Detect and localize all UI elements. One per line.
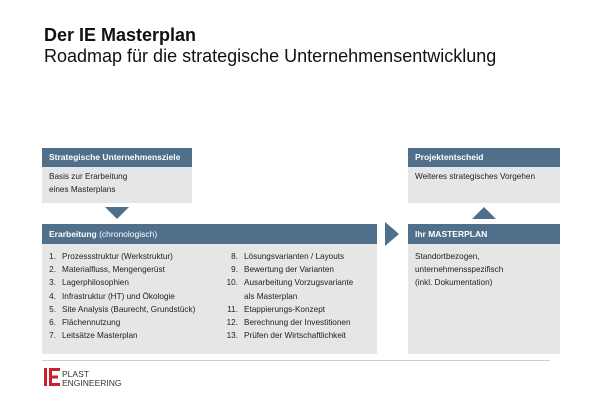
list-item: 11. Etappierungs-Konzept <box>224 303 374 316</box>
arrow-down-icon <box>105 207 129 219</box>
list-item-number: 11. <box>227 304 238 314</box>
box-header: Ihr MASTERPLAN <box>408 224 560 244</box>
box-header: Erarbeitung (chronologisch) <box>42 224 377 244</box>
box-body: Standortbezogen, unternehmensspezifisch … <box>408 244 560 354</box>
list-item: 1. Prozessstruktur (Werkstruktur) <box>42 250 222 263</box>
box-body-line: eines Masterplans <box>49 185 116 194</box>
list-item-text: Leitsätze Masterplan <box>62 331 138 341</box>
list-item-number: 13. <box>226 331 238 341</box>
box-body: Weiteres strategisches Vorgehen <box>408 167 560 203</box>
arrow-right-icon <box>385 222 399 246</box>
list-item: 7. Leitsätze Masterplan <box>42 329 222 342</box>
list-item-number: 1. <box>49 252 56 261</box>
list-item: 8. Lösungsvarianten / Layouts <box>224 250 374 263</box>
list-item: 3. Lagerphilosophien <box>42 276 222 289</box>
decorative-shine <box>150 112 280 122</box>
list-item-text: Prüfen der Wirtschaftlichkeit <box>244 331 346 341</box>
box-body: 1. Prozessstruktur (Werkstruktur) 2. Materi… <box>42 244 377 354</box>
box-strategische-ziele: Strategische Unternehmensziele Basis zur… <box>42 148 192 203</box>
list-item: 2. Materialfluss, Mengengerüst <box>42 263 222 276</box>
list-item-text: Materialfluss, Mengengerüst <box>62 265 165 275</box>
box-body: Basis zur Erarbeitung eines Masterplans <box>42 167 192 203</box>
list-item-number: 6. <box>49 317 56 327</box>
box-header-light: (chronologisch) <box>99 229 158 239</box>
list-item: 10. Ausarbeitung Vorzugsvariante <box>224 276 374 289</box>
list-item: 12. Berechnung der Investitionen <box>224 316 374 329</box>
list-item-number: 4. <box>49 291 56 301</box>
list-item-text: Etappierungs-Konzept <box>244 304 326 314</box>
erarbeitung-list-right: 8. Lösungsvarianten / Layouts 9. Bewertung … <box>224 250 374 342</box>
box-header: Strategische Unternehmensziele <box>42 148 192 167</box>
list-item-text: Lagerphilosophien <box>62 278 129 288</box>
list-item-number: 2. <box>49 265 56 275</box>
list-item: 4. Infrastruktur (HT) und Ökologie <box>42 290 222 303</box>
logo-line: PLAST <box>62 369 89 379</box>
list-item-text: Infrastruktur (HT) und Ökologie <box>62 291 175 301</box>
logo-line: ENGINEERING <box>62 378 122 388</box>
list-item-text: als Masterplan <box>244 291 298 301</box>
list-item: 6. Flächennutzung <box>42 316 222 329</box>
list-item-text: Flächennutzung <box>62 317 121 327</box>
box-masterplan: Ihr MASTERPLAN Standortbezogen, unterneh… <box>408 224 560 354</box>
arrow-up-icon <box>472 207 496 219</box>
page-title: Der IE Masterplan <box>44 25 197 45</box>
list-item-text: Lösungsvarianten / Layouts <box>244 252 345 261</box>
list-item-text: Site Analysis (Baurecht, Grundstück) <box>62 304 196 314</box>
list-item-number: 12. <box>226 317 238 327</box>
box-projektentscheid: Projektentscheid Weiteres strategisches … <box>408 148 560 203</box>
box-body-line: Standortbezogen, <box>415 252 480 261</box>
list-item-text: Bewertung der Varianten <box>244 265 334 275</box>
footer-divider <box>42 360 550 361</box>
list-item-number: 5. <box>49 304 56 314</box>
list-item: 13. Prüfen der Wirtschaftlichkeit <box>224 329 374 342</box>
page-subtitle: Roadmap für die strategische Unternehmen… <box>44 46 497 66</box>
list-item: als Masterplan <box>224 290 374 303</box>
list-item-number: 10. <box>226 278 238 288</box>
box-body-line: (inkl. Dokumentation) <box>415 278 493 287</box>
list-item-text: Ausarbeitung Vorzugsvariante <box>244 278 354 288</box>
list-item-text: Prozessstruktur (Werkstruktur) <box>62 252 173 261</box>
box-header-bold: Erarbeitung <box>49 229 97 239</box>
box-header: Projektentscheid <box>408 148 560 167</box>
list-item: 5. Site Analysis (Baurecht, Grundstück) <box>42 303 222 316</box>
erarbeitung-list-left: 1. Prozessstruktur (Werkstruktur) 2. Materi… <box>42 250 222 342</box>
box-body-line: unternehmensspezifisch <box>415 265 504 274</box>
list-item-text: Berechnung der Investitionen <box>244 317 351 327</box>
plast-engineering-logo-icon <box>44 368 60 386</box>
list-item-number: 9. <box>231 265 238 275</box>
box-body-line: Weiteres strategisches Vorgehen <box>415 172 535 181</box>
logo-text: PLAST ENGINEERING <box>62 370 122 388</box>
list-item-number: 7. <box>49 331 56 341</box>
box-erarbeitung: Erarbeitung (chronologisch) 1. Prozessstr… <box>42 224 377 354</box>
box-body-line: Basis zur Erarbeitung <box>49 172 128 181</box>
list-item: 9. Bewertung der Varianten <box>224 263 374 276</box>
list-item-number: 8. <box>231 252 238 261</box>
list-item-number: 3. <box>49 278 56 288</box>
